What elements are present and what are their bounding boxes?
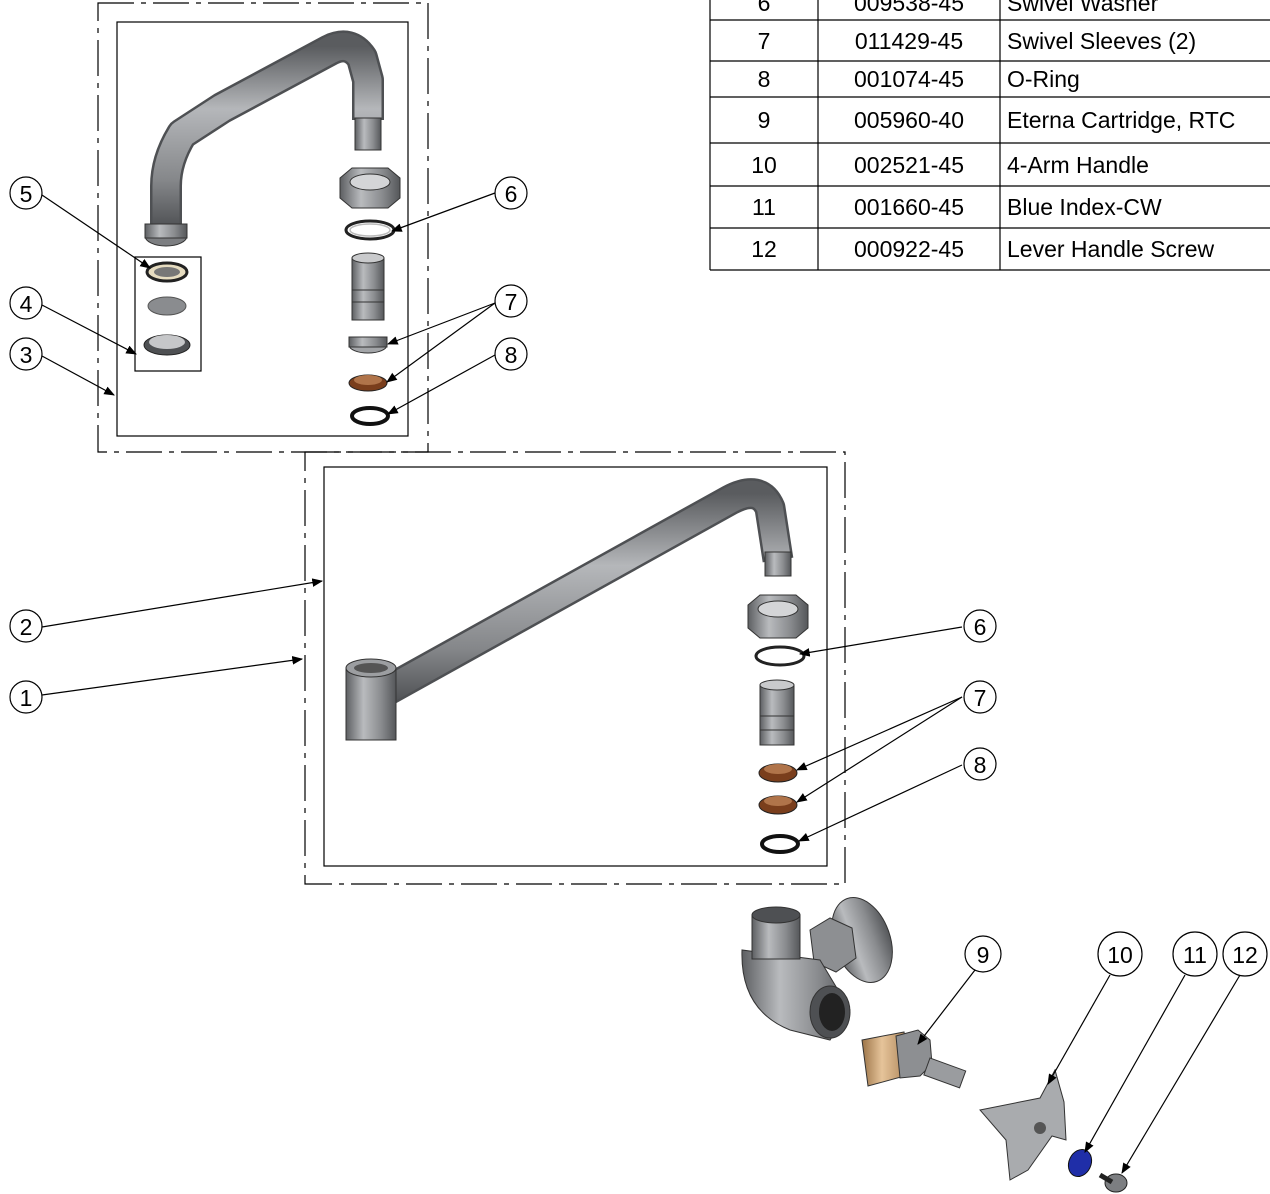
part-number-cell: 000922-45	[854, 236, 964, 262]
callout-6-lower: 6	[963, 609, 997, 643]
svg-text:2: 2	[20, 614, 33, 640]
callout-8-upper: 8	[494, 337, 528, 371]
callout-5: 5	[9, 176, 43, 210]
part-number-cell: 001074-45	[854, 66, 964, 92]
callout-7-lower: 7	[963, 680, 997, 714]
item-number-cell: 10	[751, 152, 777, 178]
lower-assembly-frame	[304, 451, 846, 885]
callout-2: 2	[9, 609, 43, 643]
aerator-group-box	[134, 256, 202, 372]
item-number-cell: 11	[752, 194, 776, 220]
svg-text:10: 10	[1107, 942, 1133, 968]
parts-table-row: 9 005960-40 Eterna Cartridge, RTC	[758, 107, 1236, 133]
callouts: 5 4 3 6 7 8 2 1 6 7 8 9 10 11 12	[9, 176, 1268, 977]
cartridge	[861, 1029, 967, 1089]
callout-9: 9	[964, 935, 1002, 973]
lower-spout	[345, 478, 794, 741]
upper-hardware-stack	[339, 167, 401, 426]
part-number-cell: 005960-40	[854, 107, 964, 133]
svg-text:7: 7	[505, 289, 518, 315]
frame-item-2	[323, 466, 828, 867]
parts-table: 6 009538-45 Swivel Washer 7 011429-45 Swivel …	[709, 0, 1270, 271]
description-cell: O-Ring	[1007, 66, 1080, 92]
part-number-cell: 002521-45	[854, 152, 964, 178]
lower-hardware-stack	[747, 594, 809, 854]
description-cell: Blue Index-CW	[1007, 194, 1162, 220]
callout-11: 11	[1172, 931, 1218, 977]
svg-text:12: 12	[1232, 942, 1258, 968]
item-number-cell: 9	[758, 107, 771, 133]
svg-text:9: 9	[977, 942, 990, 968]
description-cell: Swivel Sleeves (2)	[1007, 28, 1196, 54]
parts-table-row: 10 002521-45 4-Arm Handle	[751, 152, 1149, 178]
valve-body	[741, 897, 893, 1041]
parts-table-row: 12 000922-45 Lever Handle Screw	[751, 236, 1214, 262]
item-number-cell: 6	[758, 0, 771, 16]
svg-text:11: 11	[1183, 942, 1207, 968]
parts-table-row: 11 001660-45 Blue Index-CW	[752, 194, 1162, 220]
callout-3: 3	[9, 337, 43, 371]
part-number-cell: 001660-45	[854, 194, 964, 220]
svg-text:6: 6	[974, 614, 987, 640]
callout-7-upper: 7	[494, 284, 528, 318]
parts-table-row: 7 011429-45 Swivel Sleeves (2)	[758, 28, 1197, 54]
callout-6-upper: 6	[494, 176, 528, 210]
parts-table-row: 6 009538-45 Swivel Washer	[758, 0, 1159, 16]
part-number-cell: 009538-45	[854, 0, 964, 16]
item-number-cell: 8	[758, 66, 771, 92]
parts-table-row: 8 001074-45 O-Ring	[758, 66, 1080, 92]
description-cell: 4-Arm Handle	[1007, 152, 1149, 178]
part-number-cell: 011429-45	[855, 28, 963, 54]
svg-text:5: 5	[20, 181, 33, 207]
description-cell: Swivel Washer	[1007, 0, 1159, 16]
upper-spout	[144, 30, 384, 247]
svg-text:4: 4	[20, 291, 33, 317]
frame-item-3-inner	[116, 21, 409, 437]
aerator-parts	[143, 261, 191, 356]
callout-10: 10	[1097, 931, 1143, 977]
svg-text:6: 6	[505, 181, 518, 207]
frame-item-1	[304, 451, 846, 885]
item-number-cell: 12	[751, 236, 777, 262]
description-cell: Eterna Cartridge, RTC	[1007, 107, 1235, 133]
svg-text:8: 8	[505, 342, 518, 368]
item-number-cell: 7	[758, 28, 771, 54]
callout-12: 12	[1222, 931, 1268, 977]
callout-8-lower: 8	[963, 747, 997, 781]
svg-text:3: 3	[20, 342, 33, 368]
svg-text:8: 8	[974, 752, 987, 778]
callout-1: 1	[9, 680, 43, 714]
callout-4: 4	[9, 286, 43, 320]
svg-text:1: 1	[20, 685, 33, 711]
four-arm-handle	[979, 1068, 1067, 1181]
index-and-screw	[1067, 1148, 1128, 1193]
leader-lines	[41, 192, 1241, 1174]
svg-text:7: 7	[974, 685, 987, 711]
description-cell: Lever Handle Screw	[1007, 236, 1214, 262]
